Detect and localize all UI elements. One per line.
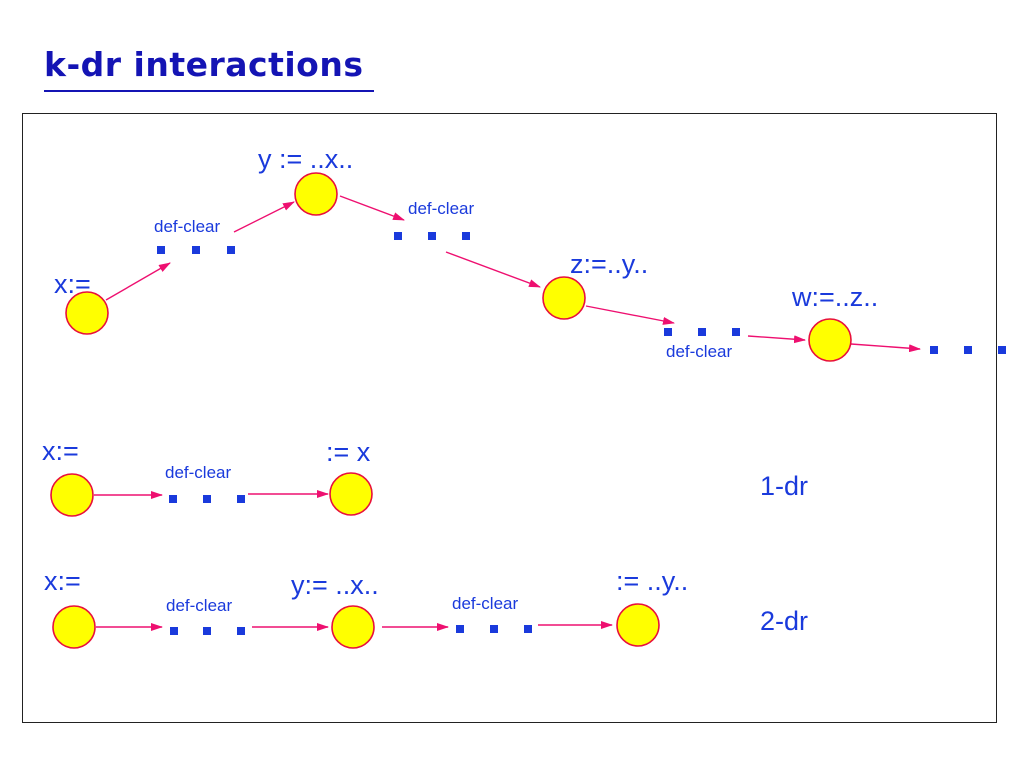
ellipsis-4 [930, 346, 1006, 354]
label-1dr-def-clear: def-clear [165, 463, 231, 482]
label-y-assign: y := ..x.. [258, 144, 353, 174]
node-2dr-y-def [331, 605, 375, 649]
node-1dr-x-use [329, 472, 373, 516]
label-2dr-x-assign: x:= [44, 566, 81, 596]
ellipsis-3 [664, 328, 740, 336]
edge-x-to-dots1 [105, 262, 171, 301]
label-x-assign: x:= [54, 269, 91, 299]
node-1dr-x-def [50, 473, 94, 517]
node-y-def [294, 172, 338, 216]
edge-dots3-to-w [747, 335, 806, 344]
one-dr-row: x:= := x def-clear 1-dr [42, 436, 808, 517]
label-1dr-x-assign: x:= [42, 436, 79, 466]
label-2dr-y-assign: y:= ..x.. [291, 570, 379, 600]
slide-title: k-dr interactions [44, 45, 364, 84]
edge-w-to-dots4 [850, 343, 921, 353]
ellipsis-2dr-1 [170, 627, 245, 635]
node-z-def [542, 276, 586, 320]
node-w-def [808, 318, 852, 362]
label-2dr-def-clear-1: def-clear [166, 596, 232, 615]
top-chain: x:= y := ..x.. z:=..y.. w:=..z.. def-cle… [54, 144, 1006, 362]
label-2dr-use-y: := ..y.. [616, 566, 688, 596]
node-2dr-y-use [616, 603, 660, 647]
label-2-dr: 2-dr [760, 606, 808, 636]
label-2dr-def-clear-2: def-clear [452, 594, 518, 613]
ellipsis-2dr-2 [456, 625, 532, 633]
edge-dots1-to-y [233, 201, 295, 233]
label-def-clear-1: def-clear [154, 217, 220, 236]
ellipsis-1dr [169, 495, 245, 503]
edge-z-to-dots3 [585, 305, 675, 325]
two-dr-row: x:= y:= ..x.. := ..y.. def-clear def-cle… [44, 566, 808, 649]
label-1-dr: 1-dr [760, 471, 808, 501]
edge-y-to-dots2 [339, 195, 405, 221]
label-def-clear-3: def-clear [666, 342, 732, 361]
title-underline [44, 90, 374, 92]
label-def-clear-2: def-clear [408, 199, 474, 218]
label-1dr-use-x: := x [326, 437, 371, 467]
edge-dots2-to-z [445, 251, 541, 288]
ellipsis-2 [394, 232, 470, 240]
node-x-def [65, 291, 109, 335]
node-2dr-x-def [52, 605, 96, 649]
diagram-frame [22, 113, 997, 723]
label-w-assign: w:=..z.. [791, 282, 878, 312]
label-z-assign: z:=..y.. [570, 249, 648, 279]
ellipsis-1 [157, 246, 235, 254]
